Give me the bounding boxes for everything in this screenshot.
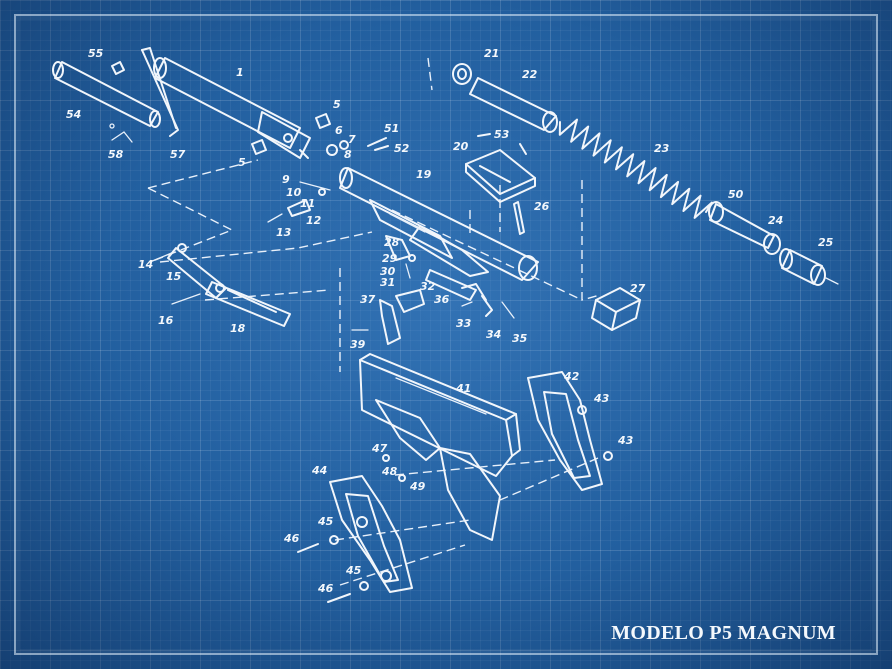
assembly-lines (147, 57, 601, 586)
part-label: 46 (317, 582, 334, 595)
part-label: 39 (350, 338, 366, 351)
part-label: 7 (348, 133, 356, 146)
part-label: 30 (380, 265, 396, 278)
part-label: 36 (434, 293, 450, 306)
part-label: 20 (453, 140, 469, 153)
part-label: 33 (456, 317, 472, 330)
part-trigger-group (351, 235, 515, 345)
part-label: 29 (382, 252, 398, 265)
part-label: 43 (617, 434, 634, 447)
part-label: 5 (333, 98, 341, 111)
part-grip-right (527, 371, 613, 491)
part-grip-left (297, 454, 413, 603)
part-label: 8 (344, 148, 352, 161)
part-label: 25 (818, 236, 834, 249)
part-end-plug (591, 287, 641, 331)
part-label: 34 (486, 328, 501, 341)
part-label: 42 (563, 370, 580, 383)
part-label: 26 (534, 200, 550, 213)
part-label: 45 (345, 564, 362, 577)
part-label: 31 (380, 276, 395, 289)
part-label: 53 (494, 128, 510, 141)
part-label: 43 (593, 392, 610, 405)
part-label: 51 (384, 122, 399, 135)
part-label: 52 (394, 142, 410, 155)
part-lower-frame (359, 353, 521, 541)
part-label: 49 (409, 480, 426, 493)
part-label: 32 (420, 280, 436, 293)
part-barrel-front (52, 47, 179, 143)
part-main-spring (558, 118, 713, 219)
part-piston-assembly (708, 201, 839, 286)
part-label: 18 (230, 322, 246, 335)
part-label: 21 (484, 47, 499, 60)
part-label: 47 (371, 442, 388, 455)
diagram-title: MODELO P5 MAGNUM (611, 622, 836, 644)
part-rear-tube (452, 63, 558, 133)
part-label: 9 (282, 173, 290, 186)
part-label: 22 (522, 68, 538, 81)
part-label: 55 (88, 47, 104, 60)
part-label: 35 (512, 332, 528, 345)
part-label: 41 (455, 382, 471, 395)
part-label: 19 (416, 168, 432, 181)
part-label: 50 (728, 188, 744, 201)
part-barrel-main (153, 57, 311, 159)
part-small-pins-upper (251, 113, 389, 223)
part-label: 48 (381, 465, 398, 478)
part-labels: 1 5 5 6 7 8 9 10 11 12 13 14 15 16 18 19… (66, 47, 834, 595)
part-label: 54 (66, 108, 81, 121)
part-label: 5 (238, 156, 246, 169)
part-label: 44 (311, 464, 327, 477)
part-label: 46 (283, 532, 300, 545)
part-label: 24 (768, 214, 783, 227)
part-label: 16 (158, 314, 174, 327)
part-lever-group (149, 243, 291, 327)
part-label: 45 (317, 515, 334, 528)
part-label: 11 (300, 197, 315, 210)
part-label: 6 (335, 124, 343, 137)
part-label: 10 (286, 186, 302, 199)
part-label: 27 (630, 282, 646, 295)
part-label: 57 (170, 148, 186, 161)
part-label: 14 (138, 258, 153, 271)
part-sight-block (465, 133, 536, 235)
part-label: 13 (276, 226, 292, 239)
part-label: 28 (384, 236, 400, 249)
part-label: 1 (236, 66, 244, 79)
part-label: 23 (654, 142, 670, 155)
part-label: 37 (360, 293, 376, 306)
part-label: 12 (306, 214, 322, 227)
part-label: 15 (166, 270, 182, 283)
part-label: 58 (108, 148, 124, 161)
part-receiver-frame (339, 167, 539, 281)
